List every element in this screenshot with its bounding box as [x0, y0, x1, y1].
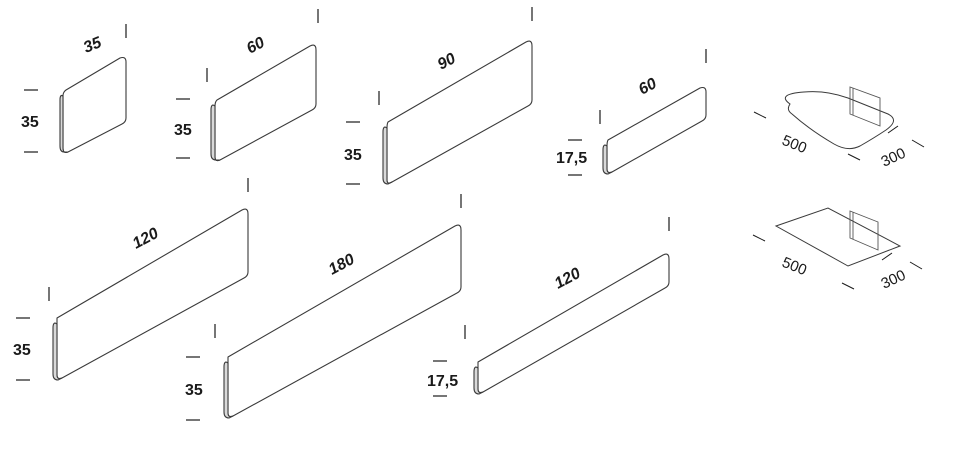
- panel-height-label: 35: [185, 382, 203, 399]
- panel-height-label: 35: [174, 122, 192, 139]
- shelf-length-label: 500: [780, 254, 810, 279]
- panel-35x35: 35 35: [21, 24, 127, 154]
- panel-height-label: 35: [344, 147, 362, 164]
- panel-length-label: 35: [81, 34, 105, 57]
- panel-height-label: 17,5: [556, 150, 587, 167]
- panel-height-label: 35: [13, 342, 31, 359]
- panel-length-label: 180: [326, 251, 358, 279]
- panel-height-label: 35: [21, 114, 39, 131]
- panel-90x35: 90 35: [344, 7, 533, 185]
- panel-length-label: 120: [130, 225, 162, 253]
- panel-60x35: 60 35: [174, 9, 319, 162]
- panel-height-label: 17,5: [427, 373, 458, 390]
- shelf-length-label: 500: [780, 132, 810, 157]
- shelf-rectangular: 500 300: [752, 207, 923, 293]
- panel-120x17-5: 120 17,5: [427, 217, 670, 397]
- panel-length-label: 90: [435, 50, 459, 73]
- shelf-oval: 500 300: [753, 86, 925, 171]
- shelf-depth-label: 300: [879, 267, 909, 293]
- panel-length-label: 120: [552, 265, 584, 293]
- panel-length-label: 60: [636, 75, 660, 98]
- panel-60x17-5: 60 17,5: [556, 49, 707, 176]
- shelf-depth-label: 300: [879, 145, 909, 171]
- panel-length-label: 60: [244, 34, 268, 57]
- panel-120x35: 120 35: [13, 178, 249, 381]
